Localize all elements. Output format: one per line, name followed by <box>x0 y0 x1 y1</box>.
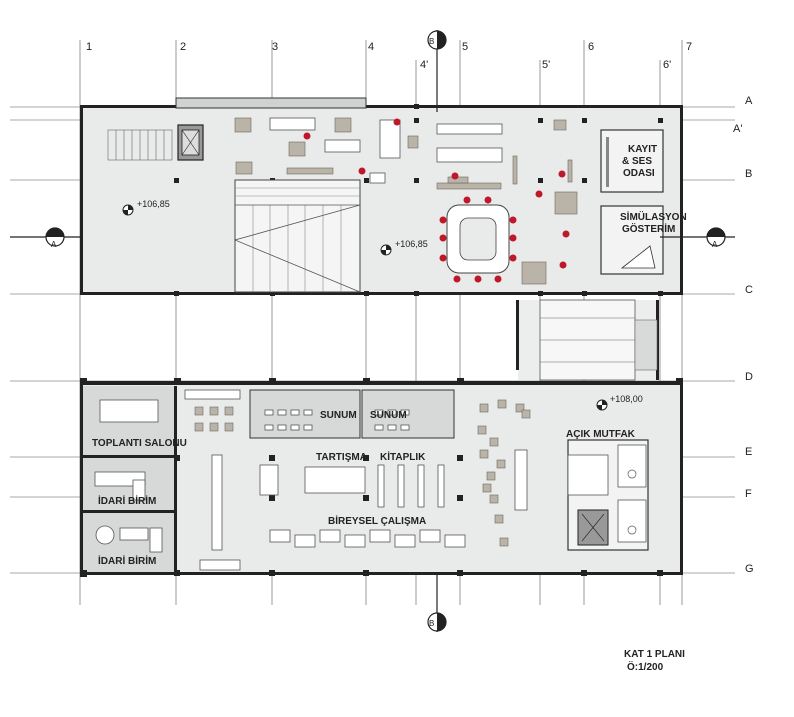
grid-col-label: 7 <box>686 41 692 53</box>
room-label-kayit: & SES <box>622 156 652 167</box>
section-mark-b-bottom: B <box>427 575 447 632</box>
grid-row-label: A' <box>733 123 742 135</box>
grid-row-label: B <box>745 168 752 180</box>
level-marker-icon <box>122 204 134 216</box>
grid-col-label: 1 <box>86 41 92 53</box>
lower-block: +108,00 <box>80 378 683 577</box>
room-label-simulasyon: GÖSTERİM <box>622 222 675 235</box>
grid-col-label: 4 <box>368 41 374 53</box>
row-labels: A A' B C D E F G <box>733 95 754 575</box>
discussion-table <box>304 466 366 494</box>
grid-row-label: F <box>745 488 752 500</box>
level-label: +106,85 <box>395 239 428 249</box>
plan-scale: Ö:1/200 <box>627 660 664 673</box>
meeting-table <box>99 399 159 423</box>
grid-row-label: G <box>745 563 754 575</box>
room-label-idari: İDARİ BİRİM <box>98 554 156 567</box>
upper-block: KAYIT & SES ODASI SİMÜLASYON GÖSTERİM +1… <box>80 97 687 296</box>
kayit-ses-room <box>600 129 664 193</box>
section-mark-label: B <box>429 37 434 46</box>
level-marker-icon <box>380 244 392 256</box>
section-mark-a-left: A <box>10 227 82 249</box>
simulasyon-room <box>600 205 664 275</box>
column-labels: 1 2 3 4 4' 5 5' 6 6' 7 <box>86 41 692 71</box>
room-label-toplanti: TOPLANTI SALONU <box>92 438 187 449</box>
room-label-tartisma: TARTIŞMA <box>316 452 367 463</box>
room-label-kitaplik: KİTAPLIK <box>380 450 426 463</box>
room-label-simulasyon: SİMÜLASYON <box>620 210 687 223</box>
level-label: +108,00 <box>610 394 643 404</box>
grid-col-label: 5 <box>462 41 468 53</box>
grid-col-label: 2 <box>180 41 186 53</box>
room-label-kayit: ODASI <box>623 168 655 179</box>
grid-row-label: C <box>745 284 753 296</box>
grid-row-label: A <box>745 95 753 107</box>
stair-upper-left <box>107 129 173 161</box>
connector-bridge <box>516 299 659 381</box>
kitchen-core <box>567 439 649 551</box>
section-mark-a-right: A <box>660 227 735 249</box>
room-label-sunum: SUNUM <box>320 410 357 421</box>
grid-col-label: 6 <box>588 41 594 53</box>
grid-col-label: 6' <box>663 59 671 71</box>
level-marker-icon <box>596 399 608 411</box>
room-label-idari: İDARİ BİRİM <box>98 494 156 507</box>
section-mark-b-top: B <box>427 30 447 112</box>
grand-stair <box>233 179 361 293</box>
level-label: +106,85 <box>137 199 170 209</box>
grid-col-label: 4' <box>420 59 428 71</box>
section-mark-label: A <box>712 240 718 249</box>
section-mark-label: B <box>429 619 434 628</box>
room-label-kayit: KAYIT <box>628 144 657 155</box>
room-label-sunum: SUNUM <box>370 410 407 421</box>
room-label-acik-mutfak: AÇIK MUTFAK <box>566 429 636 440</box>
grid-row-label: E <box>745 446 752 458</box>
plan-title: KAT 1 PLANI <box>624 649 685 660</box>
room-label-bireysel: BİREYSEL ÇALIŞMA <box>328 514 426 527</box>
grid-row-label: D <box>745 371 753 383</box>
section-mark-label: A <box>51 240 57 249</box>
grid-col-label: 5' <box>542 59 550 71</box>
grid-col-label: 3 <box>272 41 278 53</box>
